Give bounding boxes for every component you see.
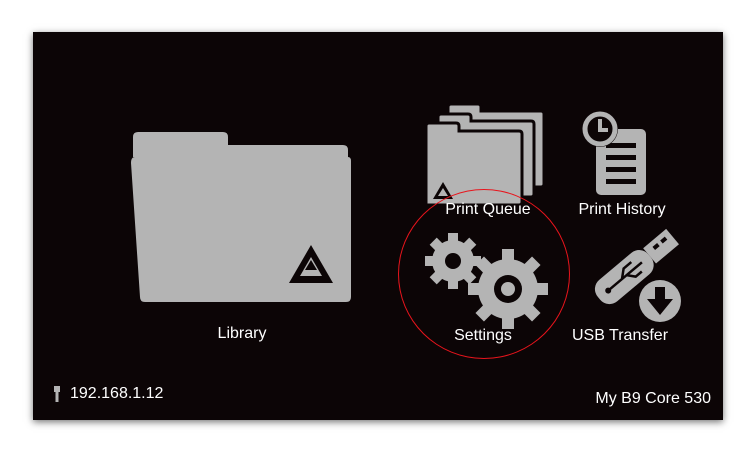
- settings-label: Settings: [454, 327, 512, 344]
- clock-document-icon: [582, 111, 646, 195]
- ethernet-icon: [54, 386, 60, 402]
- settings-button[interactable]: Settings: [418, 227, 563, 352]
- library-button[interactable]: Library: [123, 127, 363, 357]
- folder-icon: [131, 132, 351, 302]
- printer-name: My B9 Core 530: [595, 390, 711, 407]
- usb-download-icon: [594, 228, 684, 325]
- gears-icon: [425, 233, 548, 329]
- network-status: 192.168.1.12: [53, 385, 163, 403]
- usb-transfer-label: USB Transfer: [571, 327, 669, 344]
- print-queue-button[interactable]: Print Queue: [418, 102, 558, 222]
- library-label: Library: [217, 325, 267, 342]
- print-history-label: Print History: [578, 201, 666, 218]
- stacked-folders-icon: [424, 102, 546, 207]
- print-history-button[interactable]: Print History: [568, 107, 678, 222]
- b9-logo-icon: [289, 245, 333, 283]
- printer-home-screen: Library Print Queue Print History: [33, 32, 723, 420]
- usb-transfer-button[interactable]: USB Transfer: [568, 227, 698, 352]
- print-queue-label: Print Queue: [445, 201, 531, 218]
- ip-address: 192.168.1.12: [70, 385, 164, 402]
